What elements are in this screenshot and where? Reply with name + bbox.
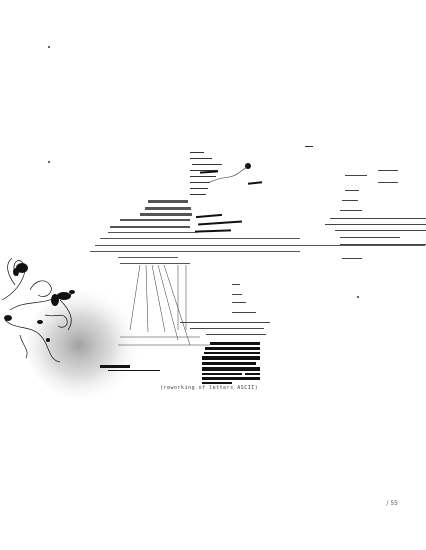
stray-dot [48,46,50,48]
figure-caption: (reworking of letters ASCII) [160,385,259,391]
ascii-band [90,200,425,264]
ascii-right-cluster [325,170,426,259]
ascii-bar-block [100,342,260,384]
page-number: / 55 [386,500,398,507]
ascii-block-top [190,146,313,195]
connector-lines [118,264,210,346]
stray-dot [357,296,359,298]
ink-blots [4,263,75,342]
ascii-mid-marks [180,284,270,335]
ascii-strokes [194,163,263,233]
grey-wash [27,290,143,400]
stray-dot [48,161,50,163]
ascii-curve [209,165,249,183]
